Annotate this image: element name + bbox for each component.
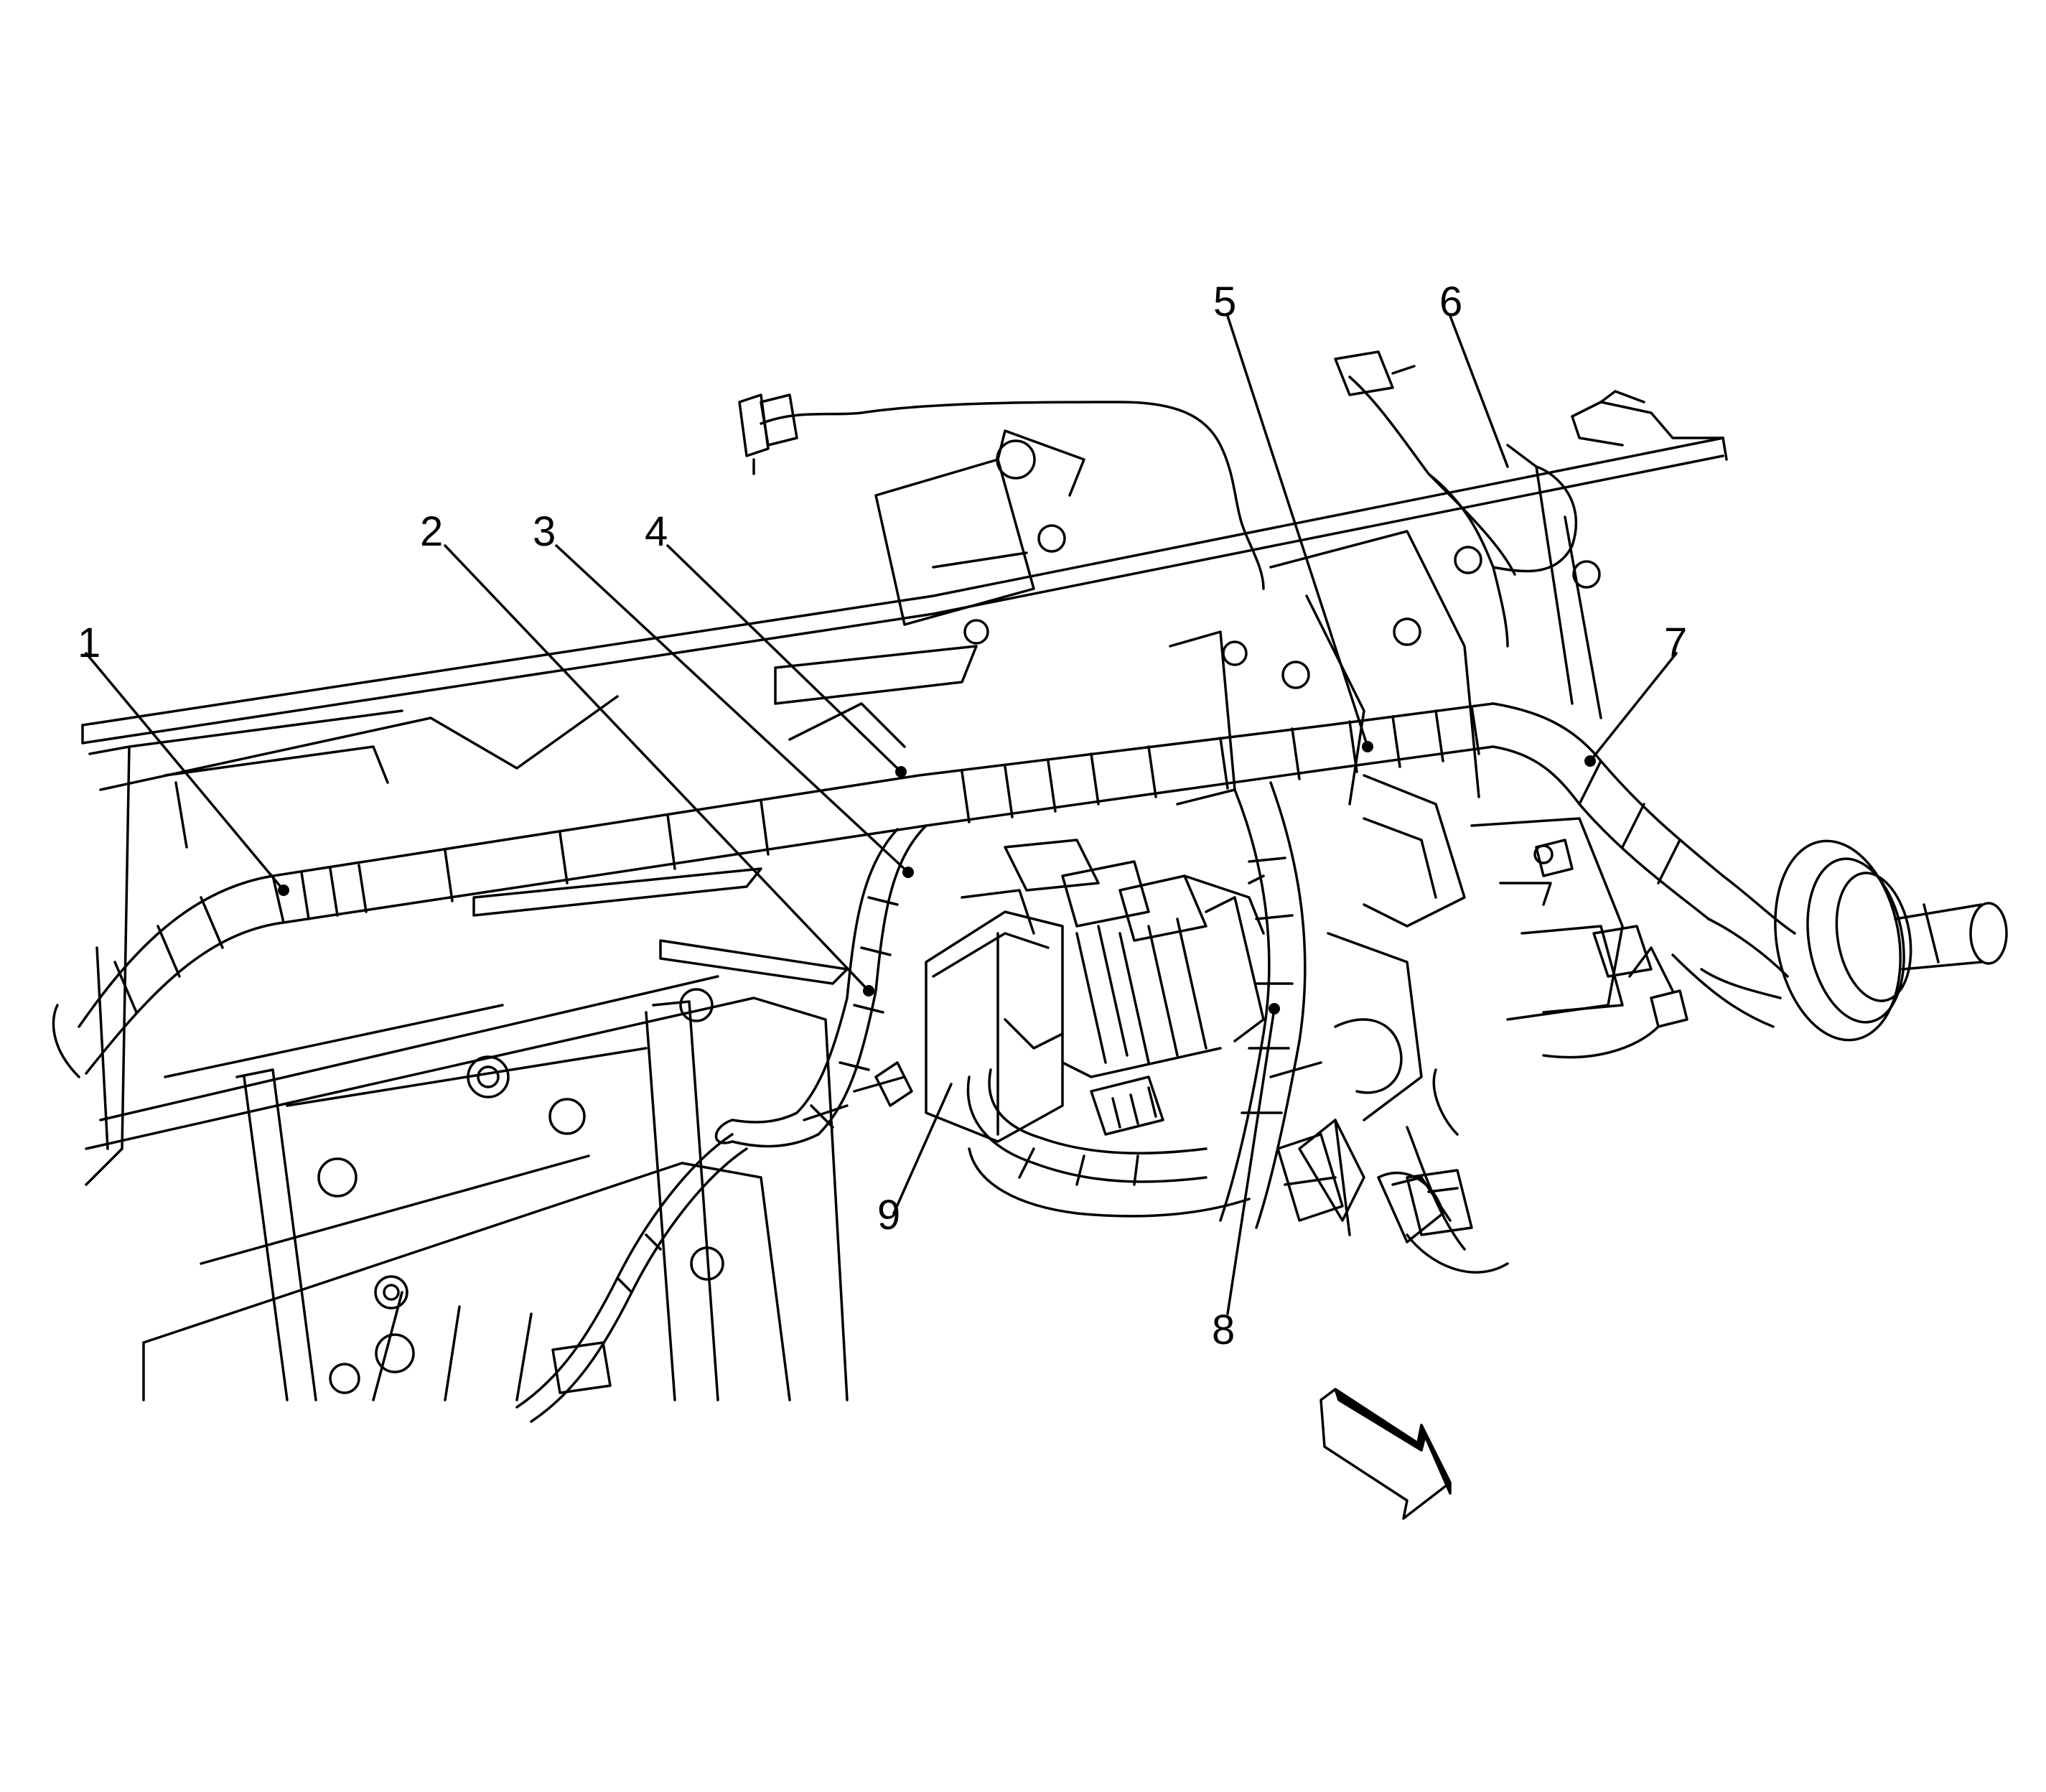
lower-left-bracket: [85, 975, 849, 1401]
callout-leaders: [85, 314, 1678, 1315]
callout-labels: 1 2 3 4 5 6 7 8 9: [78, 279, 1687, 1353]
callout-1: 1: [78, 620, 101, 666]
left-harness-branch: [714, 824, 928, 1148]
grommet: [1774, 839, 2008, 1042]
callout-9: 9: [877, 1192, 900, 1238]
callout-3: 3: [533, 508, 556, 555]
callout-2: 2: [420, 508, 443, 555]
connector-group: [1276, 1133, 1509, 1274]
top-right-bracket: [1571, 390, 1724, 447]
callout-7: 7: [1664, 620, 1687, 666]
callout-4: 4: [645, 508, 668, 555]
right-harness-branch: [1671, 874, 1796, 1028]
fuse-relay-block: [925, 839, 1265, 1143]
leader-dots: [278, 741, 1596, 1014]
callout-6: 6: [1439, 279, 1462, 325]
right-components: [1269, 774, 1688, 1251]
top-wire-right: [1334, 350, 1577, 648]
upper-brace: [99, 429, 1602, 985]
center-harness-branch: [1219, 781, 1307, 1229]
callout-5: 5: [1213, 279, 1236, 325]
lower-harness-loop: [966, 1018, 1251, 1218]
direction-arrow-icon: [1319, 1388, 1452, 1520]
callout-8: 8: [1212, 1307, 1235, 1353]
top-wire-left: [738, 393, 1265, 590]
dash-panel: [81, 437, 1728, 1186]
lower-left-wires: [515, 1061, 913, 1423]
